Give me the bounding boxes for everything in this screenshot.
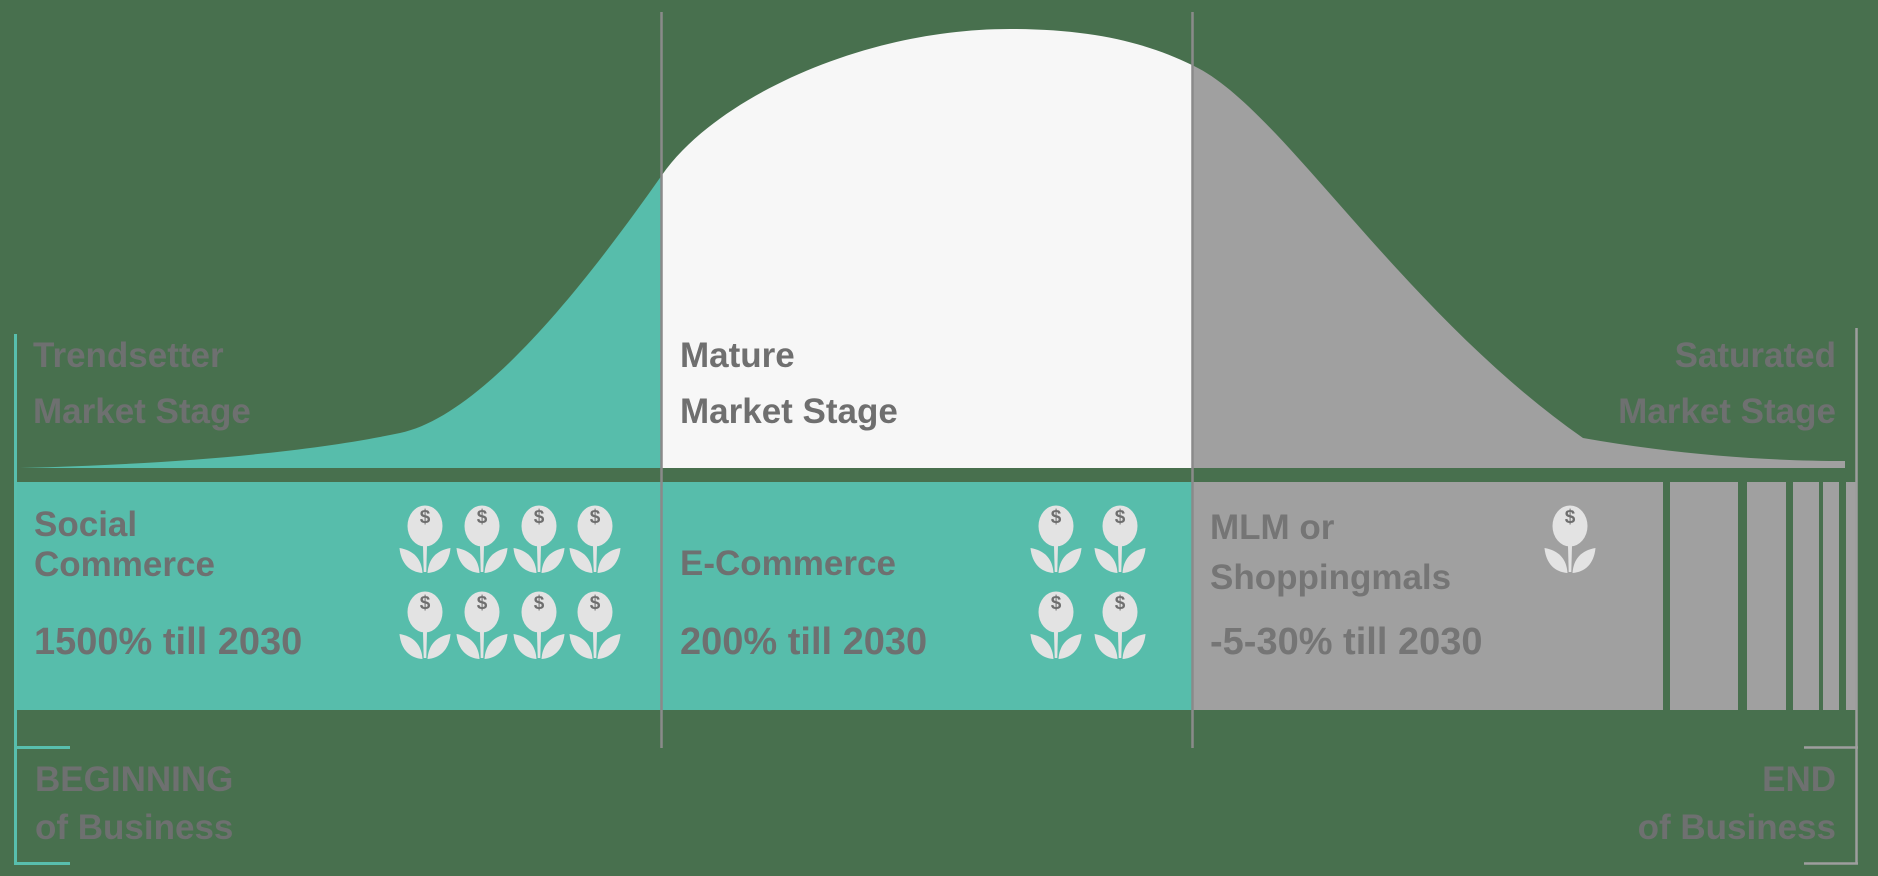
category-line: Shoppingmals (1210, 558, 1452, 597)
fade-bar (1793, 482, 1819, 710)
category-line: Social (34, 505, 138, 544)
category-mlm: MLM or Shoppingmals (1210, 503, 1451, 603)
fade-bar (1670, 482, 1738, 710)
curve-saturated-segment (1192, 65, 1845, 468)
fade-bar (1823, 482, 1839, 710)
stage-title-line: Market Stage (680, 392, 898, 431)
timeline-line: BEGINNING (35, 760, 234, 799)
stage-title-trendsetter: Trendsetter Market Stage (33, 328, 251, 440)
timeline-beginning: BEGINNING of Business (35, 756, 233, 852)
curve-trendsetter-segment (20, 175, 662, 468)
category-line: Commerce (34, 545, 215, 584)
stage-title-saturated: Saturated Market Stage (1618, 328, 1836, 440)
fade-bar (1747, 482, 1786, 710)
category-social-commerce: Social Commerce (34, 505, 215, 585)
category-line: MLM or (1210, 508, 1335, 547)
growth-ecommerce: 200% till 2030 (680, 621, 928, 663)
category-ecommerce: E-Commerce (680, 544, 896, 584)
stage-title-line: Mature (680, 336, 795, 375)
stage-title-line: Market Stage (33, 392, 251, 431)
end-bracket (1804, 328, 1858, 865)
growth-mlm: -5-30% till 2030 (1210, 621, 1483, 663)
stage-title-line: Trendsetter (33, 336, 224, 375)
stage-title-mature: Mature Market Stage (680, 328, 898, 440)
timeline-line: of Business (35, 808, 234, 847)
timeline-end: END of Business (1638, 756, 1836, 852)
curve-mature-segment (662, 29, 1192, 468)
growth-social-commerce: 1500% till 2030 (34, 621, 303, 663)
fade-bar (1846, 482, 1857, 710)
category-line: E-Commerce (680, 544, 896, 583)
timeline-line: END (1762, 760, 1836, 799)
beginning-bracket (14, 334, 70, 865)
timeline-line: of Business (1637, 808, 1836, 847)
stage-title-line: Saturated (1674, 336, 1836, 375)
stage-title-line: Market Stage (1618, 392, 1836, 431)
